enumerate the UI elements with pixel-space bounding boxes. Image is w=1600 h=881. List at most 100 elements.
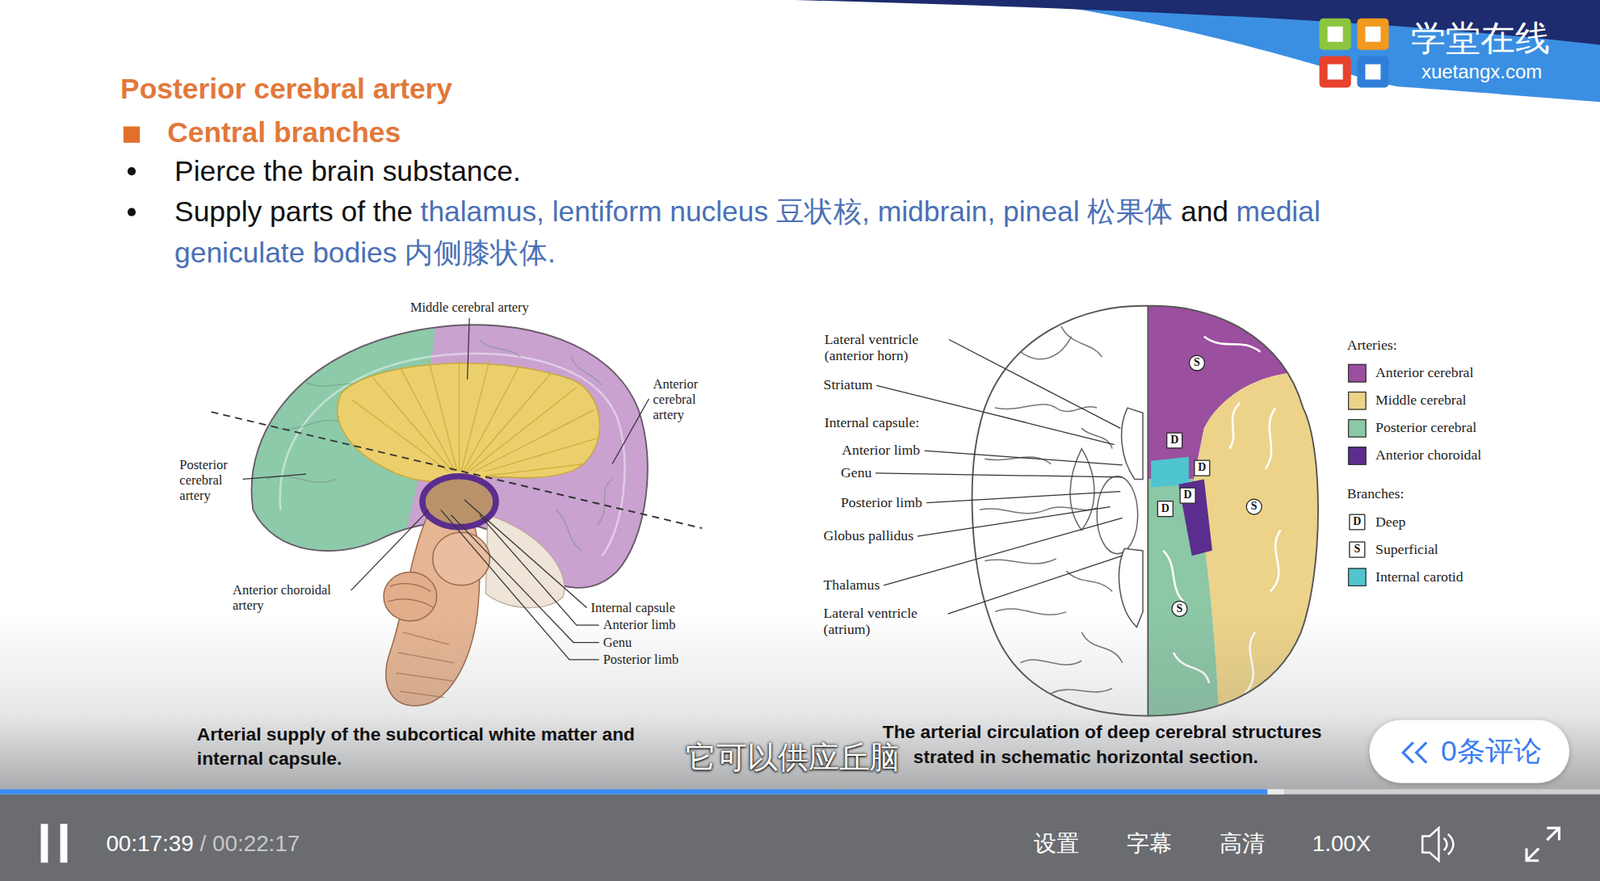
part-label: Genu — [603, 634, 633, 650]
part-label: Anterior limb — [603, 617, 677, 633]
bullet-dots — [127, 208, 136, 217]
branch-marker: S — [1171, 600, 1188, 618]
branch-marker: D — [1166, 432, 1183, 449]
legend-swatch — [1348, 391, 1367, 411]
branch-marker: D — [1179, 487, 1196, 504]
part-label: Lateral ventricle (atrium) — [823, 605, 945, 639]
bullet-text: thalamus, lentiform nucleus 豆状核, midbrai… — [420, 195, 1174, 227]
horizontal-section-figure — [1121, 407, 1143, 479]
player-button: 高清 — [1219, 831, 1265, 858]
video-subtitle: 它可以供应丘脑 — [685, 740, 900, 776]
legend-text: Posterior cerebral — [1375, 419, 1477, 438]
part-label: Thalamus — [823, 577, 881, 594]
leader-line — [875, 473, 1123, 478]
time-current: 00:17:39 — [105, 831, 194, 858]
leader-line — [883, 517, 1123, 585]
progress-bar — [0, 789, 1600, 794]
logo-icon — [1356, 18, 1389, 51]
volume-icon — [1422, 827, 1439, 861]
legend-text: Anterior cerebral — [1375, 364, 1474, 383]
sagittal-brain-figure — [422, 476, 496, 528]
legend-text: Middle cerebral — [1375, 391, 1466, 411]
legend-swatch — [1348, 419, 1367, 438]
leader-line — [450, 515, 599, 643]
leader-line — [612, 398, 649, 465]
figure-caption: The arterial circulation of deep cerebra… — [882, 721, 1322, 744]
branch-marker: S — [1188, 354, 1206, 371]
cortex-regions — [183, 306, 625, 613]
branch-marker: D — [1157, 500, 1174, 517]
leader-line — [351, 509, 429, 591]
logo-icon — [1364, 64, 1381, 80]
square-bullet — [123, 126, 140, 143]
part-label: Anterior limb — [841, 442, 920, 459]
horizontal-section-figure — [1070, 449, 1095, 531]
pause-icon — [60, 823, 68, 863]
leader-line — [243, 474, 307, 479]
legend-swatch — [1348, 567, 1367, 587]
volume-icon — [1422, 827, 1454, 861]
volume-icon — [1444, 838, 1448, 851]
bullet-dots — [127, 167, 136, 176]
time-total: / 00:22:17 — [200, 831, 301, 858]
figure-caption: Arterial supply of the subcortical white… — [197, 722, 677, 772]
part-label: Posterior cerebral artery — [179, 457, 239, 504]
legend-text: Anterior choroidal — [1375, 446, 1482, 466]
leader-line — [464, 499, 588, 609]
legend-heading: Arteries: — [1347, 337, 1398, 354]
sagittal-brain-figure — [337, 363, 601, 483]
leader-line — [440, 509, 600, 660]
leader-line — [948, 555, 1123, 614]
logo-icon — [1319, 18, 1352, 51]
bullet-text-block: Supply parts of thethalamus, lentiform n… — [174, 191, 1441, 273]
legend-text: Deep — [1375, 512, 1406, 532]
part-label: Genu — [840, 465, 872, 482]
part-label: Striatum — [823, 377, 874, 394]
part-label: Globus pallidus — [823, 528, 915, 545]
part-label: Internal capsule: — [824, 415, 920, 432]
header-swoosh — [795, 0, 1600, 102]
legend-sample: S — [1348, 541, 1365, 559]
figure-caption: strated in schematic horizontal section. — [913, 745, 1259, 769]
branch-marker: D — [1193, 459, 1210, 476]
progress-bar — [1267, 789, 1284, 794]
leader-line — [924, 450, 1123, 466]
leader-line — [467, 318, 471, 380]
territory-regions — [1178, 478, 1213, 556]
part-label: Lateral ventricle (anterior horn) — [824, 331, 945, 364]
territory-regions — [1150, 457, 1189, 488]
sagittal-brain-figure — [387, 583, 434, 609]
leader-line — [479, 515, 600, 626]
fullscreen-icon — [1526, 827, 1559, 861]
volume-icon — [1448, 834, 1454, 855]
player-fade — [0, 612, 1600, 796]
legend-heading: Branches: — [1347, 486, 1405, 503]
bullet-text: Supply parts of the — [174, 195, 413, 227]
legend-text: Superficial — [1375, 540, 1439, 559]
comment-button: 0条评论 — [1369, 719, 1570, 783]
pause-icon — [41, 823, 49, 863]
part-label: Anterior cerebral artery — [653, 376, 719, 423]
sagittal-brain-figure — [211, 411, 703, 529]
sagittal-brain-figure — [432, 532, 491, 586]
logo-icon — [1356, 55, 1389, 88]
player-button: 设置 — [1033, 831, 1080, 858]
sagittal-brain-figure — [251, 324, 648, 588]
legend-swatch — [1348, 364, 1367, 383]
logo-icon — [1327, 64, 1344, 80]
player-button: 字幕 — [1126, 831, 1172, 858]
leader-line — [926, 491, 1121, 504]
chevron-icon — [1399, 739, 1431, 766]
bullet-text: and — [1180, 195, 1229, 227]
part-label: Posterior limb — [603, 651, 680, 668]
logo-icon — [1319, 55, 1352, 88]
fullscreen-icon — [1526, 848, 1539, 861]
part-label: Internal capsule — [591, 599, 676, 615]
legend-sample: D — [1348, 513, 1365, 530]
pause-icon — [41, 823, 68, 863]
control-bar — [0, 793, 1600, 881]
legend-swatch — [1348, 446, 1367, 466]
part-label: Middle cerebral artery — [410, 299, 530, 315]
part-label: Posterior limb — [840, 494, 923, 511]
